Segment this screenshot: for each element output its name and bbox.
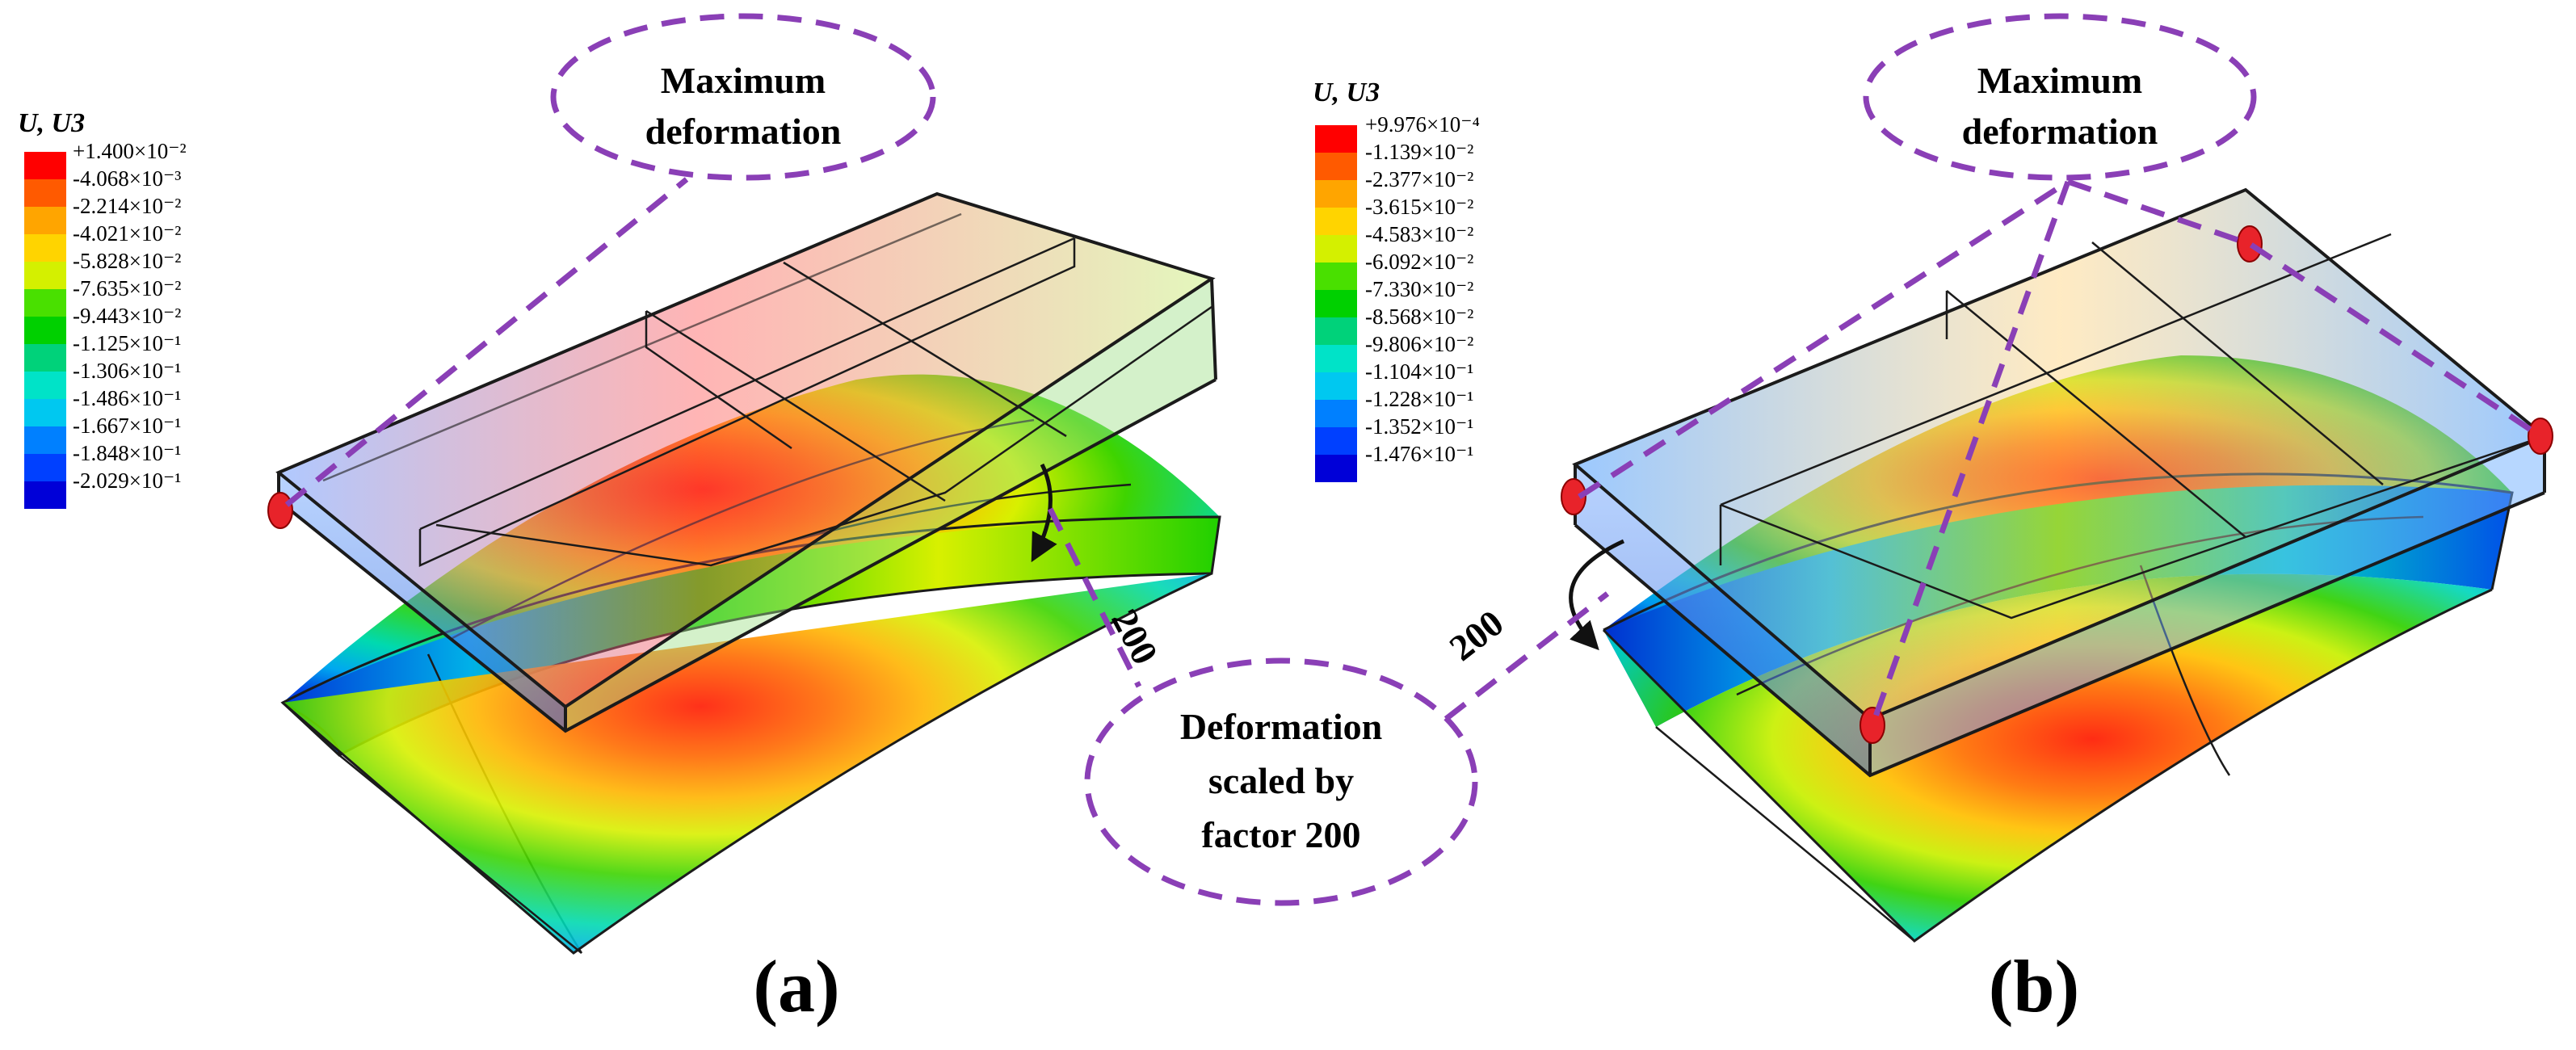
callout-max-a-line2: deformation <box>645 111 842 152</box>
legend-a: U, U3 +1.400×10⁻² -4.068×10⁻³ -2.214×10⁻² -… <box>18 108 187 509</box>
callout-scaled-line3: factor 200 <box>1201 814 1360 855</box>
callout-scaled-line1: Deformation <box>1180 706 1382 747</box>
callout-max-b-line1: Maximum <box>1977 60 2142 101</box>
panel-label-a: (a) <box>753 945 839 1027</box>
legend-value: +9.976×10⁻⁴ <box>1365 112 1480 136</box>
legend-value: -7.330×10⁻² <box>1365 277 1473 301</box>
legend-a-values: +1.400×10⁻² -4.068×10⁻³ -2.214×10⁻² -4.021×… <box>73 139 187 493</box>
legend-swatch <box>1315 317 1357 345</box>
legend-value: -2.029×10⁻¹ <box>73 468 181 493</box>
panel-label-b: (b) <box>1989 945 2079 1027</box>
legend-value: -8.568×10⁻² <box>1365 304 1473 329</box>
legend-swatch <box>1315 153 1357 180</box>
box-b <box>1572 187 2548 778</box>
callout-scaled-line2: scaled by <box>1208 760 1354 801</box>
legend-swatch <box>1315 180 1357 208</box>
legend-value: +1.400×10⁻² <box>73 139 187 163</box>
legend-swatch <box>24 234 66 262</box>
legend-value: -4.068×10⁻³ <box>73 166 181 191</box>
legend-swatch <box>1315 262 1357 290</box>
legend-swatch <box>1315 455 1357 482</box>
panel-b: U, U3 +9.976×10⁻⁴ -1.139×10⁻² -2.377×10⁻² -… <box>1313 13 2553 1027</box>
legend-swatch <box>1315 372 1357 400</box>
legend-swatch <box>24 207 66 234</box>
legend-value: -3.615×10⁻² <box>1365 195 1473 219</box>
legend-value: -6.092×10⁻² <box>1365 250 1473 274</box>
legend-value: -2.377×10⁻² <box>1365 167 1473 191</box>
legend-swatch <box>24 152 66 179</box>
legend-swatch <box>24 344 66 372</box>
legend-swatch <box>24 179 66 207</box>
legend-value: -4.021×10⁻² <box>73 221 181 246</box>
legend-swatch <box>1315 290 1357 317</box>
box-b-top <box>1575 190 2544 719</box>
legend-swatch <box>1315 400 1357 427</box>
callout-max-b: Maximum deformation <box>1578 13 2542 727</box>
callout-max-b-line2: deformation <box>1962 111 2158 152</box>
node-marker-a <box>267 492 293 529</box>
legend-swatch <box>1315 345 1357 372</box>
legend-value: -1.125×10⁻¹ <box>73 331 181 355</box>
legend-swatch <box>24 454 66 481</box>
legend-swatch <box>24 262 66 289</box>
legend-value: -2.214×10⁻² <box>73 194 181 218</box>
scale-arrow-a <box>1031 463 1057 563</box>
legend-swatch <box>1315 125 1357 153</box>
legend-b: U, U3 +9.976×10⁻⁴ -1.139×10⁻² -2.377×10⁻² -… <box>1313 78 1480 482</box>
scale-label-b: 200 <box>1442 602 1511 669</box>
legend-value: -1.306×10⁻¹ <box>73 359 181 383</box>
legend-swatch <box>24 372 66 399</box>
legend-swatch <box>24 317 66 344</box>
legend-b-swatches <box>1315 125 1357 482</box>
legend-swatch <box>24 399 66 426</box>
legend-value: -1.486×10⁻¹ <box>73 386 181 410</box>
legend-value: -1.139×10⁻² <box>1365 140 1473 164</box>
scale-arrow-b <box>1569 539 1625 651</box>
legend-swatch <box>1315 427 1357 455</box>
legend-value: -9.806×10⁻² <box>1365 332 1473 356</box>
legend-b-title: U, U3 <box>1313 78 1380 107</box>
legend-value: -1.228×10⁻¹ <box>1365 387 1473 411</box>
callout-max-a: Maximum deformation <box>284 13 936 507</box>
node-marker-b-3 <box>2528 418 2553 455</box>
legend-value: -7.635×10⁻² <box>73 276 181 300</box>
node-marker-b-4 <box>1860 707 1885 744</box>
callout-max-a-line1: Maximum <box>661 60 826 101</box>
box-a <box>275 191 1217 733</box>
legend-value: -5.828×10⁻² <box>73 249 181 273</box>
legend-b-values: +9.976×10⁻⁴ -1.139×10⁻² -2.377×10⁻² -3.615×… <box>1365 112 1480 466</box>
legend-value: -1.667×10⁻¹ <box>73 414 181 438</box>
legend-value: -4.583×10⁻² <box>1365 222 1473 246</box>
legend-swatch <box>1315 235 1357 262</box>
legend-a-title: U, U3 <box>18 108 85 138</box>
legend-value: -1.104×10⁻¹ <box>1365 359 1473 384</box>
legend-value: -1.476×10⁻¹ <box>1365 442 1473 466</box>
node-marker-b-2 <box>2237 225 2263 262</box>
callout-scaled: Deformation scaled by factor 200 <box>1084 657 1478 906</box>
legend-swatch <box>24 289 66 317</box>
legend-a-swatches <box>24 152 66 509</box>
legend-value: -1.848×10⁻¹ <box>73 441 181 465</box>
node-marker-b-1 <box>1561 478 1586 515</box>
legend-swatch <box>1315 208 1357 235</box>
legend-swatch <box>24 426 66 454</box>
box-a-top <box>279 194 1212 707</box>
plate-a-side <box>283 517 1220 755</box>
legend-value: -9.443×10⁻² <box>73 304 181 328</box>
legend-swatch <box>24 481 66 509</box>
legend-value: -1.352×10⁻¹ <box>1365 414 1473 439</box>
panel-a: U, U3 +1.400×10⁻² -4.068×10⁻³ -2.214×10⁻² -… <box>18 13 1221 1027</box>
